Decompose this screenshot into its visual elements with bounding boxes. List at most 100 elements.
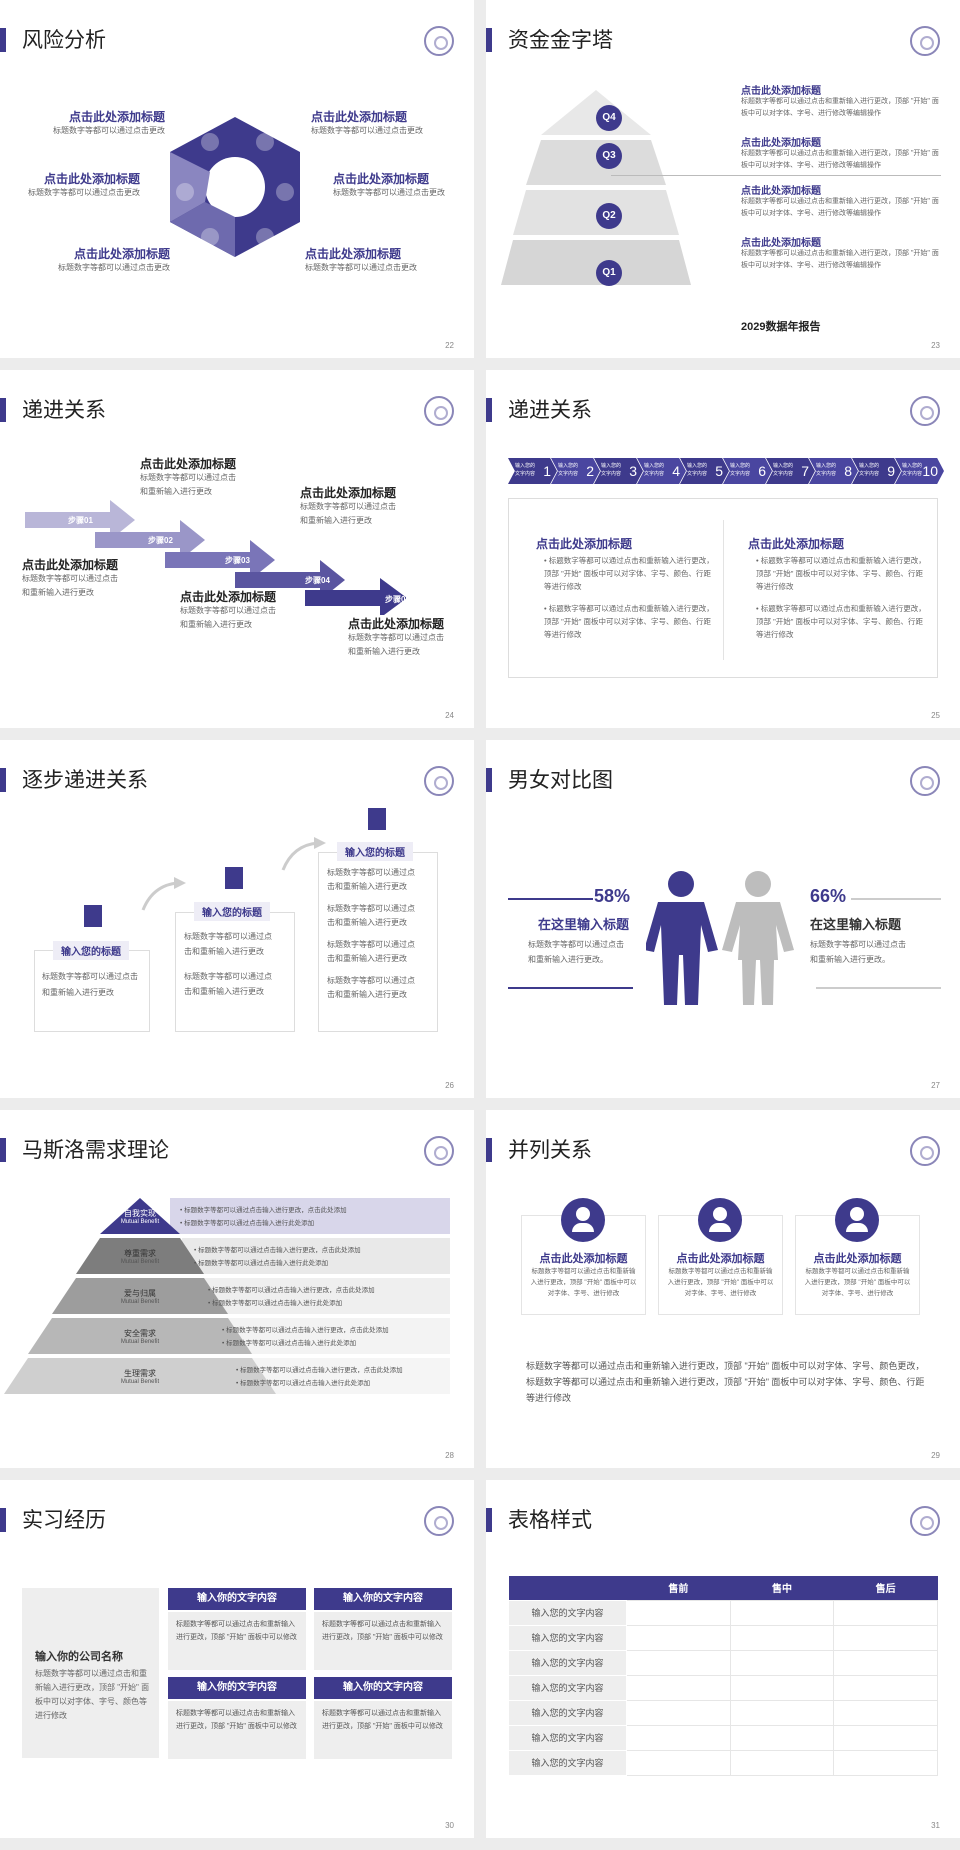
- level-q3-badge: Q3: [596, 143, 622, 169]
- box-text: 击和重新输入进行更改: [327, 954, 407, 963]
- slide-title: 递进关系: [508, 399, 592, 422]
- level-band: [182, 1238, 450, 1274]
- title-bar: [0, 28, 6, 52]
- table-cell: [729, 1649, 835, 1676]
- slide-title: 并列关系: [508, 1139, 592, 1162]
- chevron-number: 7: [801, 463, 809, 479]
- title-bar: [0, 768, 6, 792]
- table-cell: [626, 1749, 731, 1776]
- female-desc: 和重新输入进行更改。: [810, 955, 890, 964]
- level-band: [170, 1198, 450, 1234]
- person-icon-body: [846, 1223, 868, 1232]
- table-cell: [729, 1599, 835, 1626]
- female-percent: 66%: [810, 886, 847, 906]
- chevron-number: 6: [758, 463, 766, 479]
- table-cell: [626, 1699, 731, 1726]
- item-title: 点击此处添加标题: [741, 186, 821, 197]
- level-desc: • 标题数字等都可以通过点击输入进行更改，点击此处添加: [194, 1247, 361, 1254]
- building-icon: [368, 808, 386, 830]
- table-cell: [729, 1624, 835, 1651]
- chevron-step: 输入您的文字内容 7: [766, 458, 815, 484]
- table-header-row: 售前售中售后: [508, 1576, 938, 1600]
- row-label: 输入您的文字内容: [508, 1724, 627, 1751]
- chevron-text: 输入您的文字内容: [601, 463, 622, 477]
- person-icon-head: [850, 1207, 864, 1221]
- cell-body: [314, 1701, 452, 1759]
- level-name: 爱与归属: [124, 1289, 156, 1298]
- item-desc: 标题数字等都可以通过点击更改: [305, 263, 417, 272]
- box-text: 击和重新输入进行更改: [327, 918, 407, 927]
- slide-title: 表格样式: [508, 1509, 592, 1532]
- level-segment: [28, 1318, 252, 1354]
- level-band: [194, 1278, 450, 1314]
- item-desc: 标题数字等都可以通过点击: [348, 633, 444, 642]
- chevron-text: 输入您的文字内容: [773, 463, 794, 477]
- item-title: 点击此处添加标题: [73, 247, 170, 261]
- item-desc: 和重新输入进行更改: [22, 588, 94, 597]
- table-cell: [729, 1699, 835, 1726]
- building-icon: [225, 867, 243, 889]
- logo-icon: [910, 766, 940, 796]
- cell-desc: 标题数字等都可以通过点击和重新输入进行更改，顶部 "开始" 面板中可以修改: [322, 1710, 443, 1730]
- divider-line: [611, 175, 941, 176]
- item-desc: 标题数字等都可以通过点击和重新输入进行更改，顶部 "开始" 面板中可以对字体、字…: [741, 98, 939, 117]
- item-desc: 和重新输入进行更改: [348, 647, 420, 656]
- table-cell: [626, 1674, 731, 1701]
- item-desc: 标题数字等都可以通过点击: [140, 473, 236, 482]
- slide-30: 实习经历 输入你的公司名称 标题数字等都可以通过点击和重新输入进行更改，顶部 "…: [0, 1480, 474, 1838]
- level-name: 生理需求: [124, 1369, 156, 1378]
- table-cell: [833, 1674, 938, 1701]
- data-table: 售前售中售后输入您的文字内容输入您的文字内容输入您的文字内容输入您的文字内容输入…: [508, 1576, 938, 1776]
- chevron-text: 输入您的文字内容: [730, 463, 751, 477]
- item-desc: 标题数字等都可以通过点击更改: [53, 126, 165, 135]
- item-title: 点击此处添加标题: [68, 110, 165, 124]
- row-label: 输入您的文字内容: [508, 1699, 627, 1726]
- level-desc: • 标题数字等都可以通过点击输入进行此处添加: [180, 1220, 315, 1227]
- cycle-diagram: [170, 117, 300, 257]
- level-english: Mutual Benefit: [120, 1379, 160, 1385]
- person-icon-body: [709, 1223, 731, 1232]
- title-bar: [486, 768, 492, 792]
- building-icon: [84, 905, 102, 927]
- chevron-number: 2: [586, 463, 594, 479]
- cell-header: 输入你的文字内容: [314, 1677, 452, 1699]
- item-title: 点击此处添加标题: [741, 138, 821, 149]
- level-english: Mutual Benefit: [120, 1339, 160, 1345]
- box-text: 击和重新输入进行更改: [327, 990, 407, 999]
- level-english: Mutual Benefit: [120, 1219, 160, 1225]
- item-title: 点击此处添加标题: [741, 86, 821, 97]
- chevron-number: 4: [672, 463, 680, 479]
- slide-title: 逐步递进关系: [22, 769, 148, 792]
- level-q2-badge: Q2: [596, 203, 622, 229]
- chevron-number: 9: [887, 463, 895, 479]
- page-number: 25: [931, 711, 940, 720]
- slide-27: 男女对比图 58% 在这里输入标题 标题数字等都可以通过点击 和重新输入进行更改…: [486, 740, 960, 1098]
- box-text: 标题数字等都可以通过点: [184, 972, 272, 981]
- level-desc: • 标题数字等都可以通过点击输入进行此处添加: [236, 1380, 371, 1387]
- page-number: 30: [445, 1821, 454, 1830]
- chevron-step: 输入您的文字内容 6: [723, 458, 772, 484]
- logo-icon: [910, 1136, 940, 1166]
- level-desc: • 标题数字等都可以通过点击输入进行此处添加: [222, 1340, 357, 1347]
- logo-icon: [910, 26, 940, 56]
- box-text: 标题数字等都可以通过点: [327, 868, 415, 877]
- arrow-icon: [141, 877, 186, 911]
- report-label: 2029数据年报告: [741, 321, 821, 333]
- cell-header: 输入你的文字内容: [314, 1588, 452, 1610]
- item-title: 点击此处添加标题: [22, 558, 119, 572]
- row-label: 输入您的文字内容: [508, 1674, 627, 1701]
- row-label: 输入您的文字内容: [508, 1649, 627, 1676]
- page-number: 26: [445, 1081, 454, 1090]
- box-text: 标题数字等都可以通过点: [327, 904, 415, 913]
- row-label: 输入您的文字内容: [508, 1599, 627, 1626]
- chevron-text: 输入您的文字内容: [515, 463, 536, 477]
- card-desc: 标题数字等都可以通过点击和重新输入进行更改，顶部 "开始" 面板中可以对字体、字…: [804, 1268, 911, 1297]
- page-number: 23: [931, 341, 940, 350]
